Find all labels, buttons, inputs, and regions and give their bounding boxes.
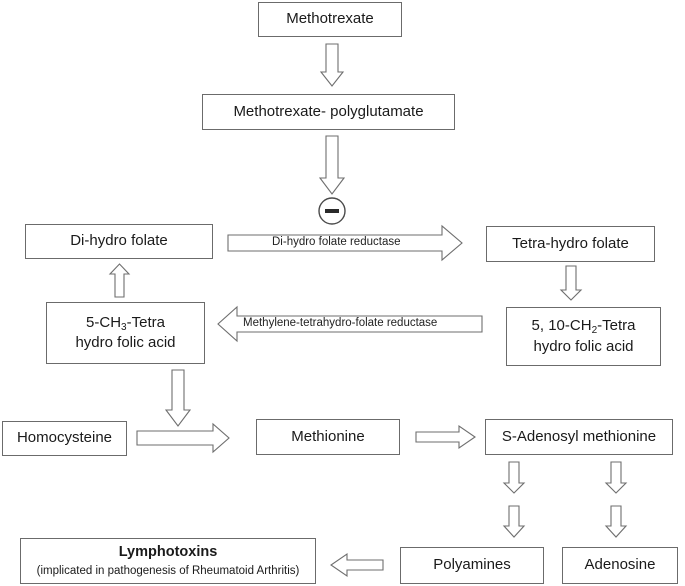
- polyamines-label: Polyamines: [433, 556, 511, 574]
- methyl-tetrahydrofolate-box: 5-CH3-Tetra hydro folic acid: [46, 302, 205, 364]
- arrow-sam-to-polyamines-2: [502, 505, 526, 538]
- arrow-methyl-thf-down: [164, 369, 192, 427]
- arrow-sam-to-adenosine-1: [604, 461, 628, 494]
- adenosine-box: Adenosine: [562, 547, 678, 584]
- methionine-box: Methionine: [256, 419, 400, 455]
- lymphotoxins-box: Lymphotoxins (implicated in pathogenesis…: [20, 538, 316, 584]
- methyl-thf-line1: 5-CH3-Tetra: [86, 313, 165, 333]
- adenosine-label: Adenosine: [584, 556, 656, 574]
- s-adenosyl-methionine-label: S-Adenosyl methionine: [501, 427, 657, 445]
- homocysteine-box: Homocysteine: [2, 421, 127, 456]
- lymphotoxins-title: Lymphotoxins: [118, 543, 218, 560]
- arrow-polyamines-to-lymphotoxins: [330, 552, 384, 578]
- methylene-tetrahydrofolate-box: 5, 10-CH2-Tetra hydro folic acid: [506, 307, 661, 366]
- arrow-methyl-thf-to-dhf: [108, 263, 131, 298]
- arrow-thf-to-methylene-thf: [559, 265, 583, 301]
- arrow-methionine-to-sam: [415, 424, 476, 450]
- arrow-sam-to-adenosine-2: [604, 505, 628, 538]
- methotrexate-label: Methotrexate: [286, 10, 374, 28]
- methotrexate-box: Methotrexate: [258, 2, 402, 37]
- tetrahydro-folate-box: Tetra-hydro folate: [486, 226, 655, 262]
- arrow-methylene-thf-to-methyl-thf: [217, 305, 483, 343]
- methotrexate-polyglutamate-box: Methotrexate- polyglutamate: [202, 94, 455, 130]
- polyamines-box: Polyamines: [400, 547, 544, 584]
- inhibition-minus-icon: [318, 197, 346, 225]
- homocysteine-label: Homocysteine: [16, 429, 113, 447]
- lymphotoxins-subtitle: (implicated in pathogenesis of Rheumatoi…: [36, 564, 300, 577]
- methotrexate-polyglutamate-label: Methotrexate- polyglutamate: [233, 102, 424, 120]
- arrow-polyglutamate-to-inhibition: [318, 135, 346, 195]
- arrow-sam-to-polyamines-1: [502, 461, 526, 494]
- arrow-homocysteine-to-methionine: [136, 422, 230, 454]
- arrow-dhf-to-thf: [227, 224, 463, 262]
- tetrahydro-folate-label: Tetra-hydro folate: [512, 234, 629, 252]
- methyl-thf-line2: hydro folic acid: [75, 334, 176, 351]
- methionine-label: Methionine: [291, 427, 365, 445]
- dihydro-folate-box: Di-hydro folate: [25, 224, 213, 259]
- arrow-mtx-to-polyglutamate: [319, 43, 345, 87]
- methylene-thf-line1: 5, 10-CH2-Tetra: [531, 317, 636, 337]
- dhfr-enzyme-label: Di-hydro folate reductase: [272, 236, 401, 248]
- methylene-thf-line2: hydro folic acid: [533, 337, 634, 355]
- dihydro-folate-label: Di-hydro folate: [70, 232, 168, 250]
- s-adenosyl-methionine-box: S-Adenosyl methionine: [485, 419, 673, 455]
- mthfr-enzyme-label: Methylene-tetrahydro-folate reductase: [243, 317, 438, 329]
